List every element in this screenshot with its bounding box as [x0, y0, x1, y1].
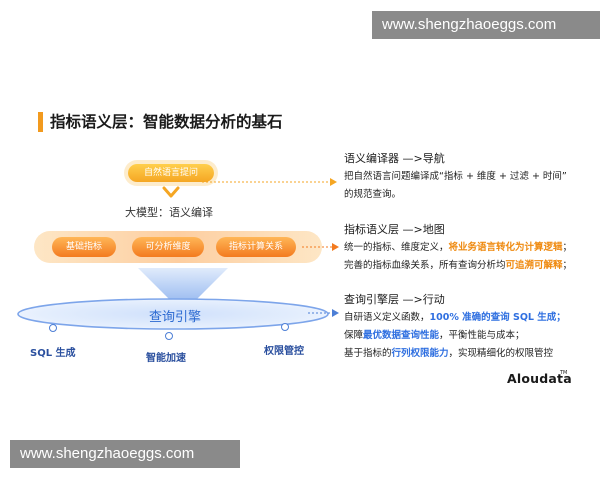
semantic-item-metric-relation: 指标计算关系	[216, 237, 296, 257]
highlight-text: 可追溯可解释	[505, 260, 563, 271]
section-line: 基于指标的行列权限能力，实现精细化的权限管控	[344, 345, 553, 359]
arrow-to-semantic-icon	[302, 243, 339, 251]
body-text: 把自然语言问题编译成“指标 + 维度 + 过滤 + 时间”	[344, 171, 567, 182]
section-line: 自研语义定义函数，100% 准确的查询 SQL 生成；	[344, 309, 566, 323]
engine-feature-sql: SQL 生成	[30, 348, 76, 359]
semantic-item-dimension: 可分析维度	[132, 237, 204, 257]
body-text: ；	[562, 242, 573, 253]
section-title: 查询引擎层 —>行动	[344, 293, 445, 306]
llm-compile-label: 大模型：语义编译	[125, 206, 213, 219]
body-text: ，平衡性能与成本；	[439, 330, 525, 341]
highlight-text: 行列权限能力	[391, 348, 449, 359]
title-accent-bar	[38, 112, 43, 132]
query-engine-label: 查询引擎	[148, 310, 201, 325]
down-arrow-icon	[162, 186, 180, 198]
arrow-to-compiler-icon	[202, 178, 337, 186]
aloudata-logo: Aloudata	[507, 371, 572, 386]
watermark-bottom: www.shengzhaoeggs.com	[10, 440, 240, 468]
section-title: 指标语义层 —>地图	[344, 223, 445, 236]
engine-node-dot	[165, 332, 173, 340]
engine-node-dot	[281, 323, 289, 331]
section-line: 把自然语言问题编译成“指标 + 维度 + 过滤 + 时间”	[344, 168, 567, 182]
section-line: 统一的指标、维度定义，将业务语言转化为计算逻辑；	[344, 239, 572, 253]
highlight-text: 将业务语言转化为计算逻辑	[448, 242, 563, 253]
watermark-top: www.shengzhaoeggs.com	[372, 11, 600, 39]
engine-node-dot	[49, 324, 57, 332]
body-text: ，实现精细化的权限管控	[448, 348, 554, 359]
nl-question-pill: 自然语言提问	[128, 164, 214, 182]
highlight-text: 100% 准确的查询 SQL 生成；	[429, 312, 566, 323]
body-text: 基于指标的	[344, 348, 392, 359]
body-text: 统一的指标、维度定义，	[344, 242, 449, 253]
page-title: 指标语义层：智能数据分析的基石	[50, 113, 283, 131]
highlight-text: 最优数据查询性能	[363, 330, 440, 341]
section-line: 完善的指标血缘关系，所有查询分析均可追溯可解释；	[344, 257, 572, 271]
section-title: 语义编译器 —>导航	[344, 152, 445, 165]
engine-feature-permission: 权限管控	[264, 346, 304, 357]
arrow-to-engine-icon	[308, 309, 339, 317]
funnel-graphic	[138, 268, 228, 302]
semantic-item-base-metric: 基础指标	[52, 237, 116, 257]
body-text: ；	[562, 260, 573, 271]
section-line: 保障最优数据查询性能，平衡性能与成本；	[344, 327, 525, 341]
query-engine-disc	[17, 298, 329, 330]
body-text: 自研语义定义函数，	[344, 312, 430, 323]
section-line: 的规范查询。	[344, 186, 401, 200]
body-text: 保障	[344, 330, 364, 341]
body-text: 完善的指标血缘关系，所有查询分析均	[344, 260, 506, 271]
trademark-mark: TM	[560, 370, 568, 376]
body-text: 的规范查询。	[344, 189, 402, 200]
engine-feature-accel: 智能加速	[146, 353, 186, 364]
